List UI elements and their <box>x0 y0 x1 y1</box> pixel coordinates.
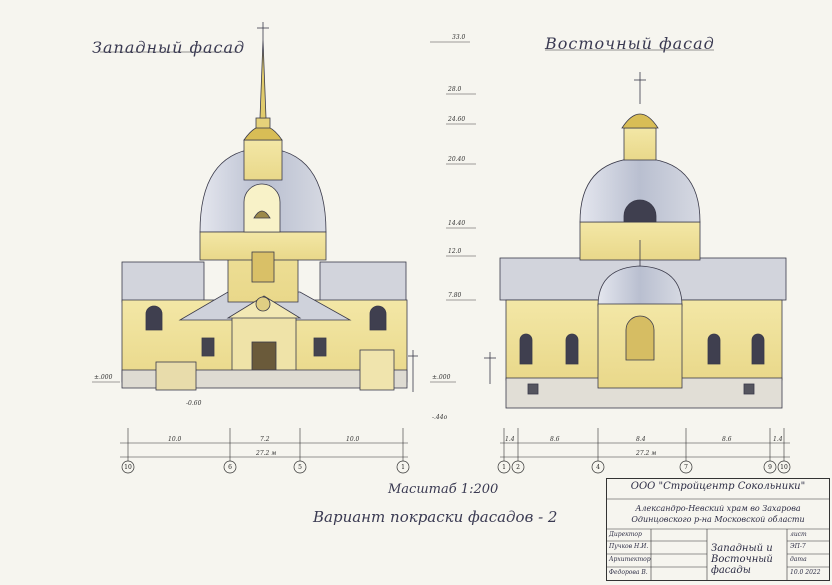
dimension-span: 8.6 <box>550 436 560 443</box>
title-block-grid <box>607 498 829 580</box>
axis-label: 1 <box>502 464 506 471</box>
axis-label: 6 <box>228 464 232 471</box>
dimension-span: 10.0 <box>168 436 182 443</box>
dimension-total: 27.2 м <box>636 450 657 457</box>
elevation-mark: 12.0 <box>448 248 462 255</box>
axis-label: 4 <box>596 464 600 471</box>
title-block-sheet-name: Западный и Восточный фасады <box>711 543 773 576</box>
title-block-project-line2: Одинцовского р-на Московской области <box>631 515 805 524</box>
title-block-side: лист <box>790 531 807 538</box>
axis-circles <box>121 460 791 474</box>
dimension-span: 7.2 <box>260 436 270 443</box>
elevation-mark: 14.40 <box>448 220 466 227</box>
title-block-organization: ООО "Стройцентр Сокольники" <box>630 481 806 492</box>
title-block-side: ЭП-7 <box>790 543 806 550</box>
east-facade <box>484 72 787 409</box>
scale-label: Масштаб 1:200 <box>388 482 499 497</box>
title-block-project: Александро-Невский храм во Захарова Один… <box>607 503 829 525</box>
title-block-name: Пучков Н.И. <box>609 543 649 550</box>
elevation-mark: 7.80 <box>448 292 462 299</box>
elevation-mark: ±.000 <box>432 374 451 381</box>
axis-label: 2 <box>516 464 520 471</box>
axis-label: 10 <box>780 464 788 471</box>
title-block-name: Федорова В. <box>609 569 648 576</box>
title-block-side: дата <box>790 556 807 563</box>
dimension-span: 8.6 <box>722 436 732 443</box>
dimension-total: 27.2 м <box>256 450 277 457</box>
axis-label: 10 <box>124 464 132 471</box>
elevation-mark: 28.0 <box>448 86 462 93</box>
variant-label: Вариант покраски фасадов - 2 <box>313 508 558 526</box>
axis-label: 1 <box>401 464 405 471</box>
axis-label: 7 <box>684 464 688 471</box>
dimension-span: 1.4 <box>773 436 783 443</box>
level-mark: -0.60 <box>186 400 202 407</box>
title-block-side: 10.0 2022 <box>790 569 821 576</box>
title-block-role: Архитектор <box>609 556 651 563</box>
elevation-mark: 20.40 <box>448 156 466 163</box>
title-east-facade: Восточный фасад <box>545 34 715 53</box>
title-block-project-line1: Александро-Невский храм во Захарова <box>635 504 801 513</box>
west-facade <box>121 22 418 392</box>
dimension-span: 1.4 <box>505 436 515 443</box>
axis-label: 5 <box>298 464 302 471</box>
axis-label: 9 <box>768 464 772 471</box>
dimension-span: 8.4 <box>636 436 646 443</box>
level-mark: -.44o <box>432 414 448 421</box>
elevation-mark: ±.000 <box>94 374 113 381</box>
title-west-facade: Западный фасад <box>92 38 246 57</box>
elevation-mark: 24.60 <box>448 116 466 123</box>
dimension-span: 10.0 <box>346 436 360 443</box>
dimension-lines <box>100 49 790 470</box>
title-block-role: Директор <box>609 531 642 538</box>
title-block: ООО "Стройцентр Сокольники" Александро-Н… <box>606 478 830 581</box>
elevation-mark: 33.0 <box>452 34 466 41</box>
elevation-leaders <box>92 41 476 383</box>
